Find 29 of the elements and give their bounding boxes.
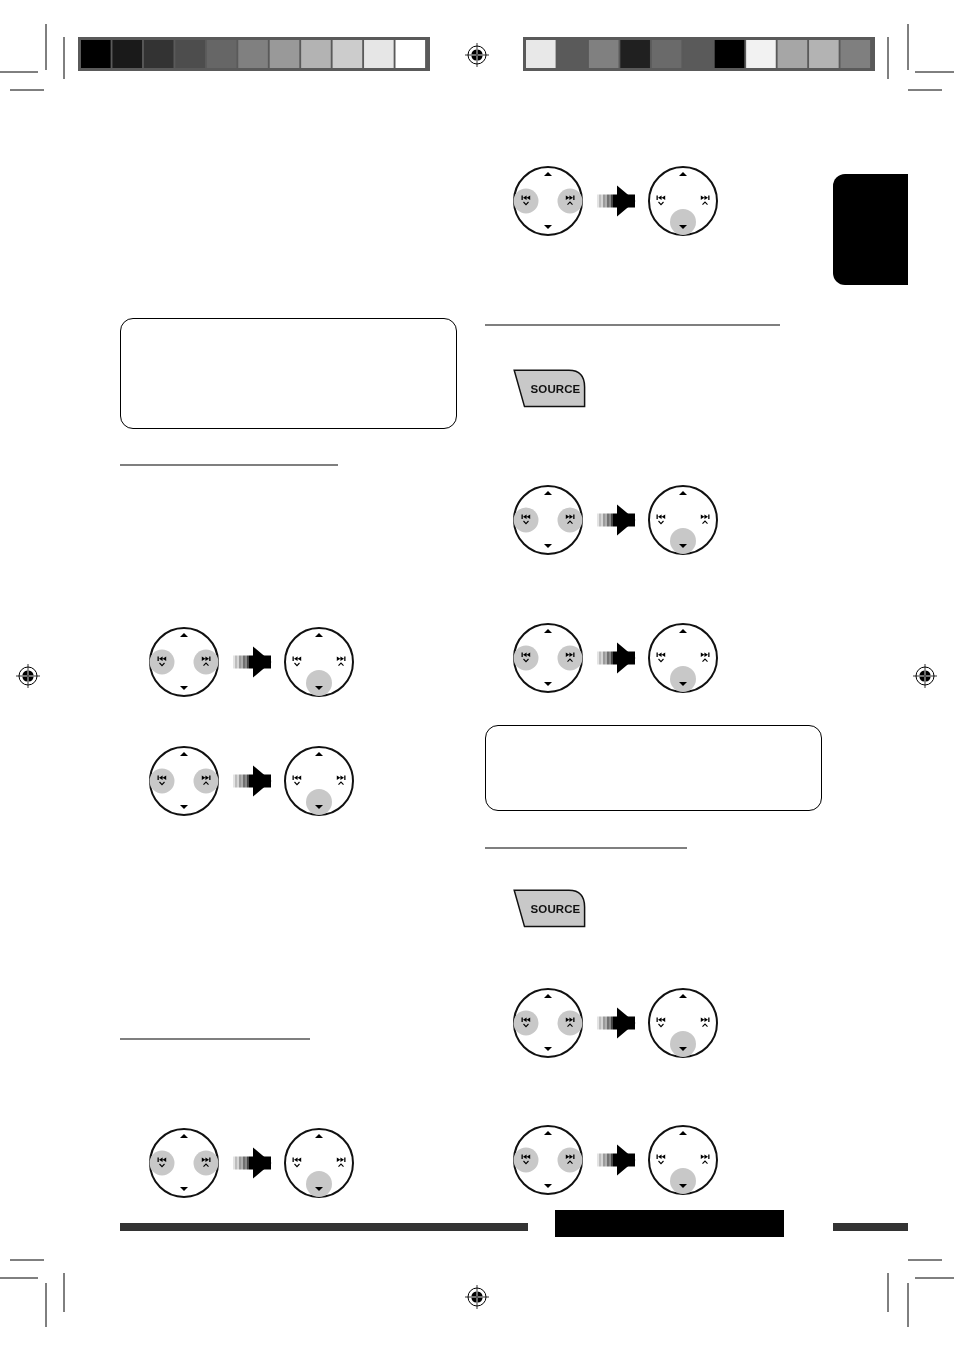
block-arrow bbox=[233, 646, 272, 678]
control-pad-drawing bbox=[648, 166, 718, 236]
control-pad-drawing bbox=[149, 1128, 219, 1198]
block-arrow bbox=[233, 765, 272, 797]
block-arrow bbox=[597, 1144, 636, 1176]
control-pad-drawing bbox=[284, 1128, 354, 1198]
block-arrow bbox=[597, 642, 636, 674]
control-pad-drawing bbox=[648, 623, 718, 693]
control-pad-drawing bbox=[648, 988, 718, 1058]
control-pad-drawing bbox=[513, 485, 583, 555]
control-pad-drawing bbox=[513, 623, 583, 693]
control-pad-drawing bbox=[284, 627, 354, 697]
control-pad-drawing bbox=[284, 746, 354, 816]
note-box bbox=[120, 318, 457, 429]
block-arrow bbox=[597, 504, 636, 536]
section-tab bbox=[833, 174, 908, 285]
control-pad-drawing bbox=[149, 746, 219, 816]
block-arrow bbox=[233, 1147, 272, 1179]
control-pad-drawing bbox=[513, 988, 583, 1058]
block-arrow bbox=[597, 185, 636, 217]
control-pad-drawing bbox=[648, 1125, 718, 1195]
control-pad-drawing bbox=[513, 166, 583, 236]
control-pad-drawing bbox=[648, 485, 718, 555]
control-pad-drawing bbox=[513, 1125, 583, 1195]
control-pad-drawing bbox=[149, 627, 219, 697]
source-button: SOURCE bbox=[513, 369, 586, 408]
source-button: SOURCE bbox=[513, 889, 586, 928]
block-arrow bbox=[597, 1007, 636, 1039]
note-box bbox=[485, 725, 822, 811]
